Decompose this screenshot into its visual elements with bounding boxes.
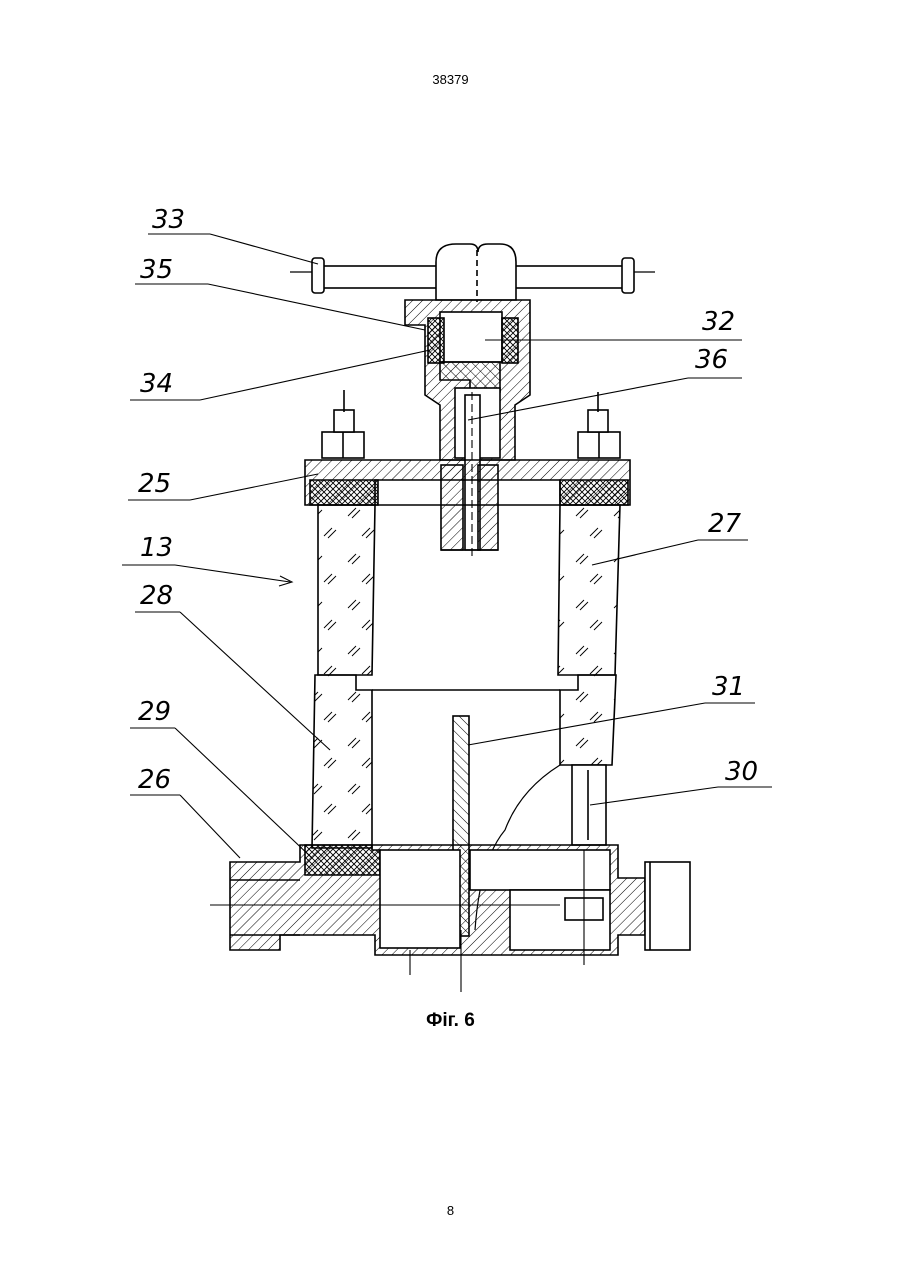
callout-35: 35	[140, 255, 173, 285]
callout-27: 27	[708, 509, 742, 539]
callout-28: 28	[140, 581, 173, 611]
callout-29: 29	[138, 697, 171, 727]
callout-26: 26	[138, 765, 171, 795]
callout-31: 31	[712, 672, 745, 702]
t-handle	[290, 244, 655, 302]
callout-25: 25	[138, 469, 171, 499]
callout-30: 30	[725, 757, 758, 787]
callout-34: 34	[140, 369, 173, 399]
page-number: 8	[0, 1203, 901, 1218]
callout-36: 36	[695, 345, 728, 375]
callout-13: 13	[140, 533, 173, 563]
figure-caption: Фіг. 6	[0, 1010, 901, 1032]
callout-32: 32	[702, 307, 735, 337]
bonnet-assembly	[405, 300, 530, 560]
callout-33: 33	[152, 205, 185, 235]
base-body	[210, 845, 690, 975]
